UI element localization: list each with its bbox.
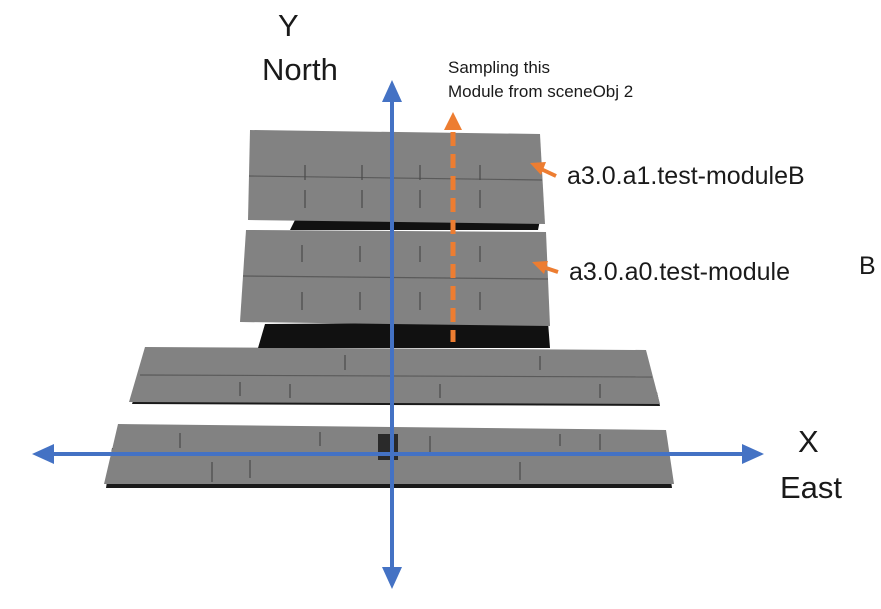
x-axis-arrow bbox=[32, 444, 764, 464]
module-a1-label: a3.0.a1.test-moduleB bbox=[567, 162, 805, 190]
y-axis-arrow bbox=[382, 80, 402, 589]
module-a0-label-suffix: B bbox=[859, 252, 876, 280]
y-axis-letter: Y bbox=[278, 8, 299, 43]
middle-panel-row bbox=[129, 347, 660, 406]
x-axis-letter: X bbox=[798, 424, 819, 459]
sampling-note-line2: Module from sceneObj 2 bbox=[448, 82, 634, 101]
pointer-arrow-a1 bbox=[530, 162, 557, 178]
y-axis-name: North bbox=[262, 52, 338, 87]
module-a0-label: a3.0.a0.test-module bbox=[569, 258, 790, 286]
sampling-arrow bbox=[444, 112, 462, 342]
upper-modules-shadow bbox=[258, 322, 550, 348]
module-a1-panel bbox=[248, 130, 545, 224]
x-axis-name: East bbox=[780, 470, 843, 505]
pointer-arrow-a0 bbox=[532, 261, 559, 274]
sampling-note-line1: Sampling this bbox=[448, 58, 551, 77]
module-a0-panel bbox=[240, 230, 550, 326]
